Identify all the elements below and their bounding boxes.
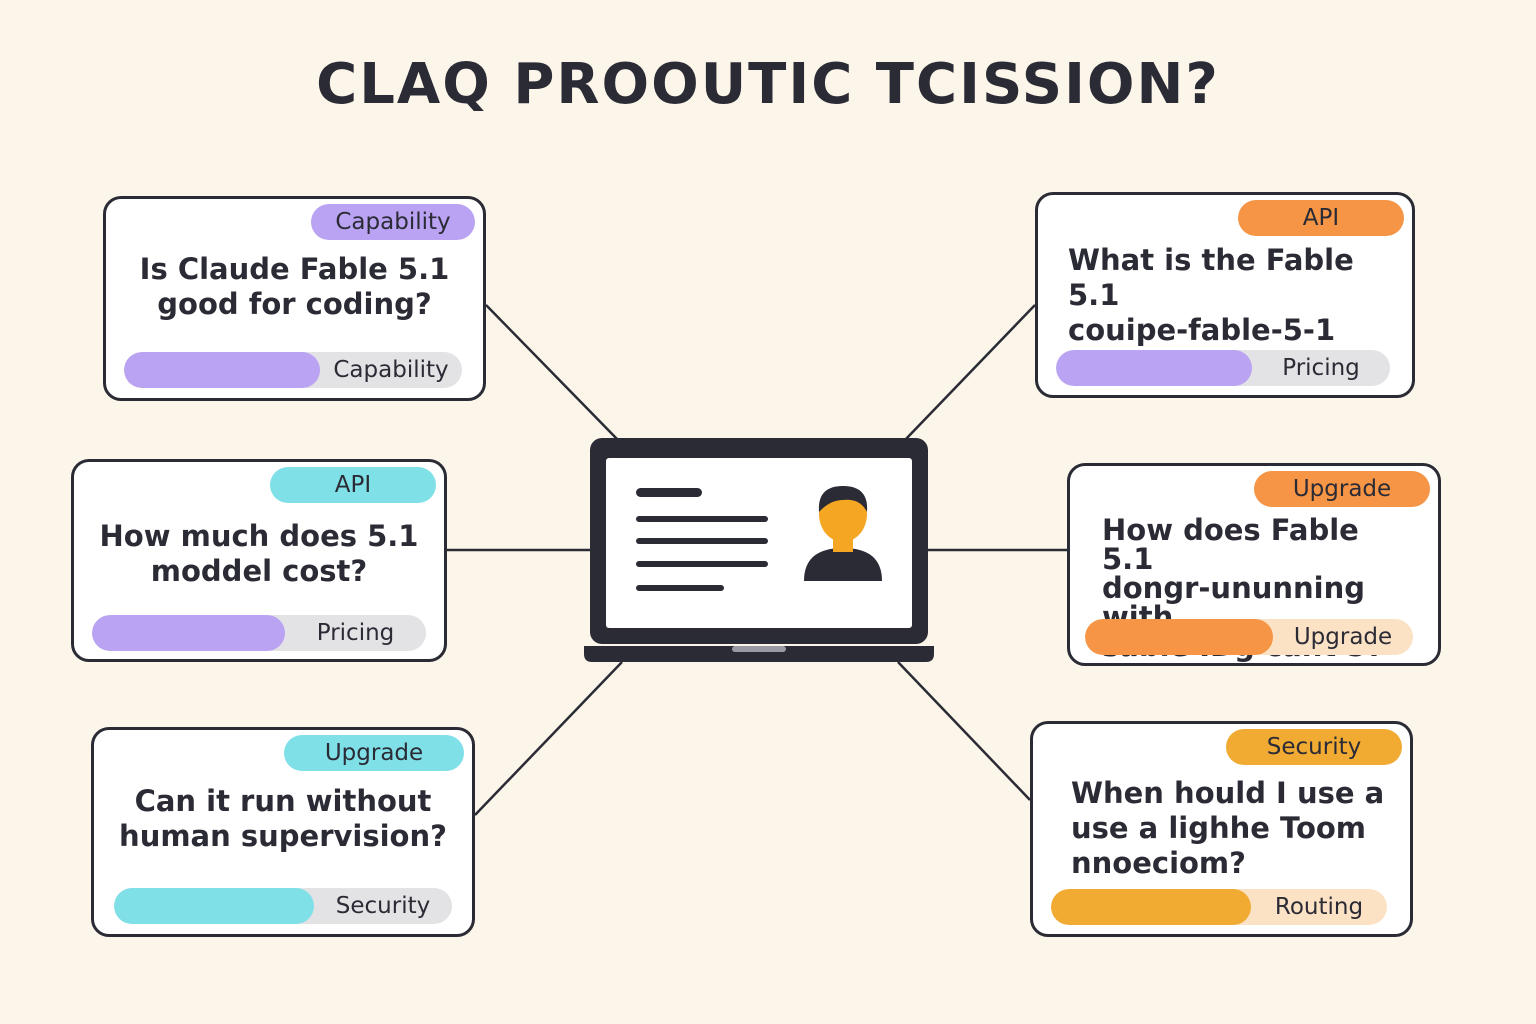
question-card-upgrade[interactable]: Upgrade How does Fable 5.1 dongr-ununnin… xyxy=(1067,463,1441,666)
page-title: CLAQ PROOUTIC TCISSION? xyxy=(316,52,1220,117)
connector-line xyxy=(897,661,1031,801)
laptop-icon xyxy=(584,438,934,662)
progress-fill xyxy=(124,352,320,388)
progress-bar: Capability xyxy=(124,352,462,388)
bar-label: Routing xyxy=(1274,894,1364,920)
laptop-notch xyxy=(732,646,786,652)
category-tag: API xyxy=(270,467,436,503)
bar-label: Upgrade xyxy=(1293,624,1393,650)
question-card-routing[interactable]: Security When hould I use a use a lighhe… xyxy=(1030,721,1413,937)
document-icon xyxy=(636,488,768,591)
question-card-supervision[interactable]: Upgrade Can it run without human supervi… xyxy=(91,727,475,937)
category-tag: API xyxy=(1238,200,1404,236)
question-card-model-id[interactable]: API What is the Fable 5.1 couipe-fable-5… xyxy=(1035,192,1415,398)
progress-fill xyxy=(92,615,285,651)
connector-line xyxy=(474,661,623,816)
category-tag: Upgrade xyxy=(284,735,464,771)
progress-bar: Pricing xyxy=(92,615,426,651)
question-text: When hould I use a use a lighhe Toom nno… xyxy=(1071,776,1385,880)
connector-line xyxy=(904,304,1036,441)
progress-fill xyxy=(1056,350,1252,386)
laptop-base xyxy=(584,646,934,662)
progress-bar: Security xyxy=(114,888,452,924)
question-text: Can it run without human supervision? xyxy=(119,784,447,853)
question-card-coding[interactable]: Capability Is Claude Fable 5.1 good for … xyxy=(103,196,486,401)
progress-bar: Pricing xyxy=(1056,350,1390,386)
question-text: How much does 5.1 moddel cost? xyxy=(99,519,419,588)
progress-fill xyxy=(1085,619,1273,655)
category-tag: Upgrade xyxy=(1254,471,1430,507)
bar-label: Pricing xyxy=(316,620,395,646)
category-tag: Capability xyxy=(311,204,475,240)
progress-fill xyxy=(114,888,314,924)
bar-label: Security xyxy=(335,893,431,919)
bar-label: Pricing xyxy=(1282,355,1360,381)
person-icon xyxy=(804,486,882,581)
progress-fill xyxy=(1051,889,1251,925)
category-tag: Security xyxy=(1226,729,1402,765)
progress-bar: Upgrade xyxy=(1085,619,1413,655)
bar-label: Capability xyxy=(333,357,449,383)
progress-bar: Routing xyxy=(1051,889,1387,925)
connector-line xyxy=(485,304,619,441)
question-card-cost[interactable]: API How much does 5.1 moddel cost? Prici… xyxy=(71,459,447,662)
question-text: Is Claude Fable 5.1 good for coding? xyxy=(139,252,450,321)
